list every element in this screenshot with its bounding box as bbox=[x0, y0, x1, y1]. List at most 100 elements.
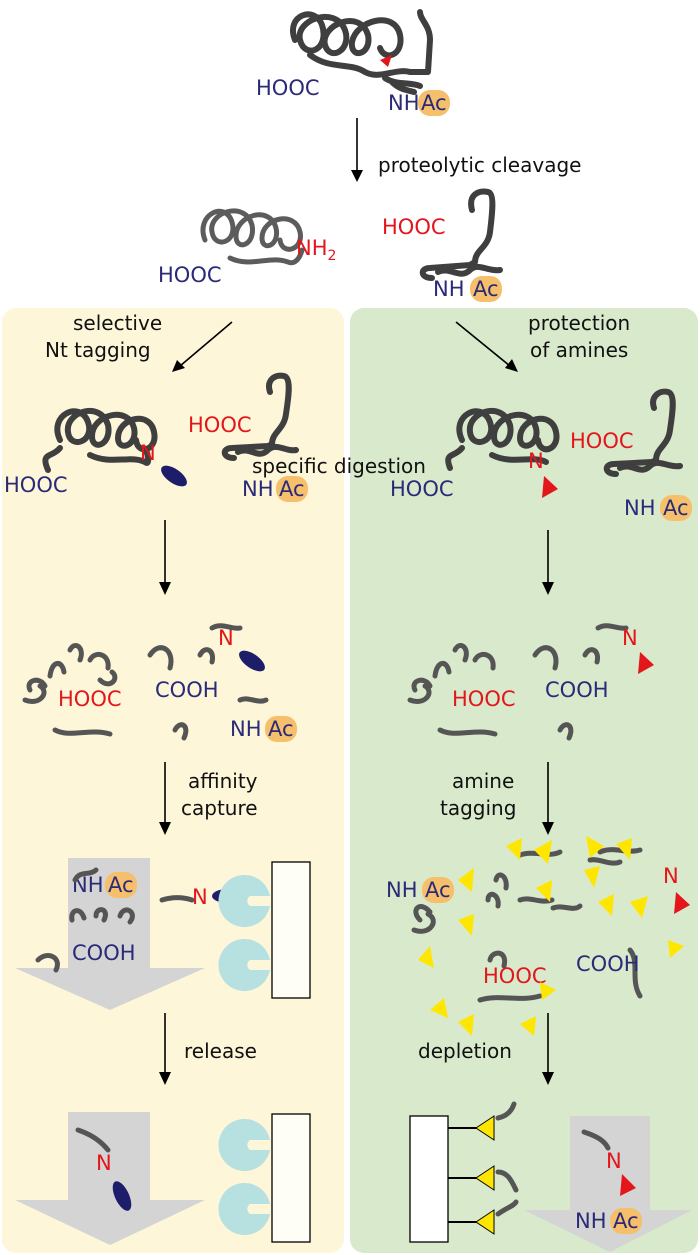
release-bead-top bbox=[218, 1119, 270, 1172]
left-c-fragment-ribbon bbox=[221, 372, 299, 461]
left-pep-nh-label: NH bbox=[230, 717, 262, 741]
affinity-arrowhead bbox=[159, 822, 171, 835]
depletion-label: depletion bbox=[418, 1039, 512, 1063]
depletion-arrowhead bbox=[542, 1072, 554, 1085]
right-pep-n-label: N bbox=[622, 626, 638, 650]
cleavage-site-marker bbox=[380, 55, 392, 67]
top-ac-label: Ac bbox=[421, 91, 447, 115]
left-branch-arrow bbox=[179, 321, 233, 367]
depleted-nh-label: NH bbox=[575, 1209, 607, 1233]
released-tag-ellipse bbox=[112, 1181, 132, 1211]
left-frag-hooc-label: HOOC bbox=[188, 413, 252, 437]
eluate-gray-arrow bbox=[15, 1112, 205, 1245]
depleted-n-label: N bbox=[606, 1149, 622, 1173]
tagged-peptide-fragments bbox=[411, 847, 643, 1003]
left-tagged-protein-ribbon bbox=[42, 407, 158, 473]
flowthrough-peptides bbox=[35, 867, 135, 973]
left-panel-background bbox=[2, 308, 344, 1253]
affinity-bead-bottom bbox=[218, 939, 270, 991]
right-panel-background bbox=[350, 308, 698, 1253]
right-frag-hooc-label: HOOC bbox=[570, 429, 634, 453]
nt-tag-ellipse bbox=[161, 465, 187, 487]
depleted-flow-gray-arrow bbox=[524, 1116, 692, 1252]
tagged-hooc-label: HOOC bbox=[483, 964, 547, 988]
flowthrough-ac-badge bbox=[105, 872, 137, 898]
tagged-protect-triangle bbox=[674, 892, 690, 914]
right-c-fragment-ribbon bbox=[603, 388, 683, 477]
left-pep-tag-ellipse bbox=[239, 650, 265, 672]
protection-label-line1: protection bbox=[528, 311, 630, 335]
top-nh-label: NH bbox=[388, 91, 420, 115]
amine-tag-triangles bbox=[418, 836, 684, 1036]
right-pep-protect-triangle bbox=[638, 652, 654, 674]
right-hooc-label: HOOC bbox=[390, 477, 454, 501]
tagged-ac-badge bbox=[422, 877, 454, 903]
frag2-ac-label: Ac bbox=[473, 277, 499, 301]
left-frag-nh-label: NH bbox=[242, 477, 274, 501]
cleavage-arrowhead bbox=[351, 170, 363, 182]
depleted-ac-label: Ac bbox=[613, 1209, 639, 1233]
right-frag-ac-badge bbox=[660, 495, 692, 521]
right-pep-hooc-label: HOOC bbox=[452, 687, 516, 711]
release-bead-bottom bbox=[218, 1182, 270, 1236]
top-hooc-label: HOOC bbox=[256, 76, 320, 100]
right-protected-protein-ribbon bbox=[445, 407, 560, 471]
affinity-resin-column bbox=[271, 861, 311, 999]
flowthrough-gray-arrow bbox=[15, 858, 205, 1010]
nt-tagging-label-line2: Nt tagging bbox=[45, 338, 151, 362]
left-hooc-label: HOOC bbox=[4, 473, 68, 497]
frag2-hooc-label: HOOC bbox=[382, 215, 446, 239]
right-peptide-fragments bbox=[407, 623, 629, 741]
of-amines-label-line2: of amines bbox=[530, 338, 628, 362]
tagged-ac-label: Ac bbox=[425, 878, 451, 902]
left-branch-arrowhead bbox=[172, 360, 185, 372]
frag2-nh-label: NH bbox=[433, 277, 465, 301]
right-frag-ac-label: Ac bbox=[663, 496, 689, 520]
proteolytic-cleavage-label: proteolytic cleavage bbox=[378, 153, 581, 177]
capture-label-line2: capture bbox=[181, 796, 258, 820]
amine-tagging-arrowhead bbox=[542, 822, 554, 835]
release-resin-column bbox=[271, 1113, 311, 1243]
selective-label-line1: selective bbox=[73, 311, 162, 335]
right-branch-arrowhead bbox=[505, 359, 518, 372]
frag1-nh2-label: NH2 bbox=[296, 236, 336, 264]
left-pep-ac-label: Ac bbox=[268, 717, 294, 741]
affinity-bead-top bbox=[218, 875, 270, 927]
c-terminal-fragment-ribbon bbox=[419, 188, 503, 281]
depletion-resin-column bbox=[409, 1115, 449, 1243]
captured-n-label: N bbox=[192, 885, 208, 909]
flowthrough-cooh-label: COOH bbox=[72, 941, 136, 965]
left-digestion-arrowhead bbox=[159, 582, 171, 595]
top-ac-badge bbox=[418, 90, 450, 116]
frag2-ac-badge bbox=[470, 276, 502, 302]
n-terminal-fragment-ribbon bbox=[200, 208, 305, 266]
left-peptide-fragments bbox=[22, 623, 269, 741]
depleted-ac-badge bbox=[610, 1208, 642, 1234]
captured-peptide bbox=[159, 895, 195, 903]
intact-protein-ribbon bbox=[290, 9, 433, 95]
depleted-protect-triangle bbox=[620, 1174, 636, 1196]
flowthrough-ac-label: Ac bbox=[108, 873, 134, 897]
left-frag-ac-label: Ac bbox=[279, 477, 305, 501]
tagged-cooh-label: COOH bbox=[576, 952, 640, 976]
bound-tagged-peptides bbox=[448, 1101, 519, 1235]
left-frag-ac-badge bbox=[276, 476, 308, 502]
affinity-label-line1: affinity bbox=[188, 769, 258, 793]
left-pep-cooh-label: COOH bbox=[155, 678, 219, 702]
released-peptide bbox=[75, 1127, 111, 1153]
amine-label-line1: amine bbox=[452, 769, 514, 793]
left-n-label: N bbox=[140, 441, 156, 465]
left-pep-n-label: N bbox=[218, 626, 234, 650]
right-pep-cooh-label: COOH bbox=[545, 678, 609, 702]
frag1-hooc-label: HOOC bbox=[158, 263, 222, 287]
left-pep-ac-badge bbox=[265, 716, 297, 742]
released-n-label: N bbox=[96, 1151, 112, 1175]
release-arrowhead bbox=[159, 1072, 171, 1085]
right-digestion-arrowhead bbox=[542, 582, 554, 595]
specific-digestion-label: specific digestion bbox=[252, 454, 426, 478]
right-n-label: N bbox=[528, 449, 544, 473]
tagged-n-label: N bbox=[663, 864, 679, 888]
right-branch-arrow bbox=[455, 321, 511, 367]
protection-tag-triangle bbox=[542, 476, 558, 498]
